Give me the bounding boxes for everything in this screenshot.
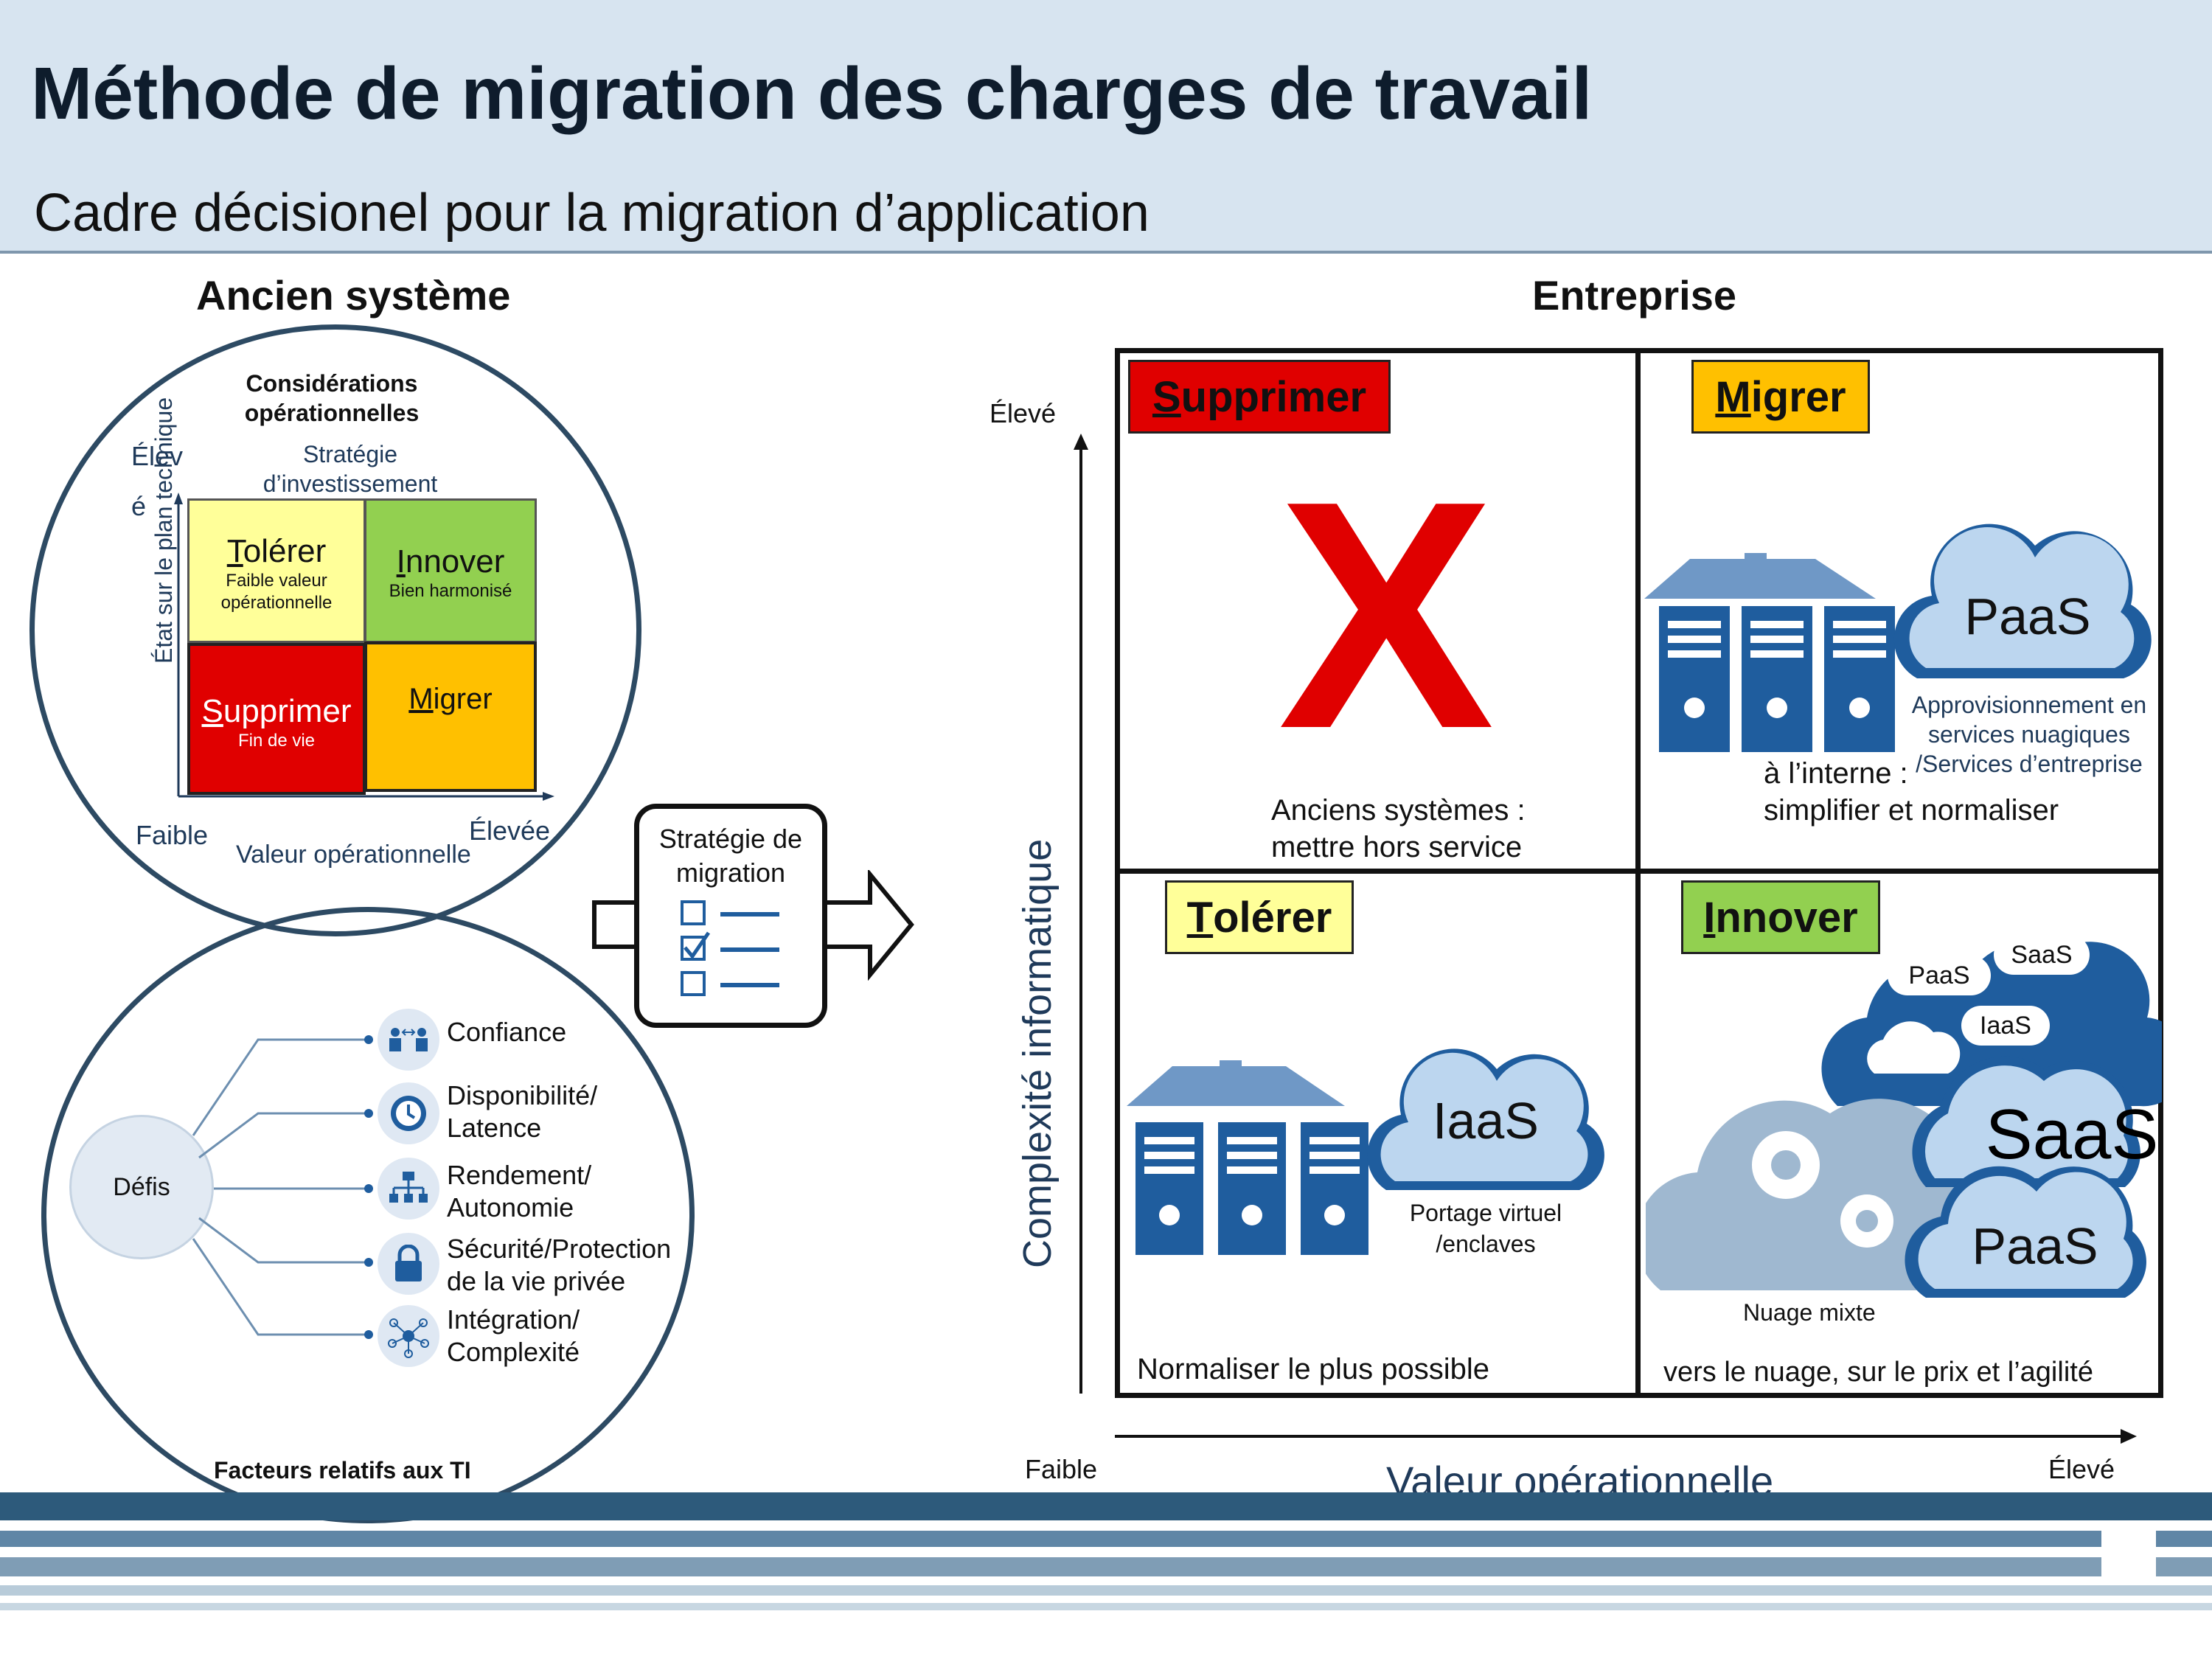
migrer-cloud-caption: Approvisionnement en services nuagiques … bbox=[1911, 692, 2147, 777]
small-paas-bubble: PaaS bbox=[1888, 956, 1991, 995]
footer-stripe-lighter bbox=[0, 1603, 2212, 1610]
challenges-hub: Défis bbox=[69, 1115, 214, 1259]
tolerer-description: Normaliser le plus possible bbox=[1137, 1353, 1489, 1385]
page-title: Méthode de migration des charges de trav… bbox=[31, 52, 1593, 135]
footer-stripe-mid2 bbox=[0, 1557, 2212, 1576]
factor-trust: Confiance bbox=[447, 1017, 567, 1047]
it-factors-circle bbox=[41, 907, 695, 1523]
legacy-cell-tolerer: Tolérer Faible valeur opérationnelle bbox=[187, 498, 366, 643]
legacy-cell-innover: Innover Bien harmonisé bbox=[364, 498, 537, 643]
business-value-axis-label: Valeur opérationnelle bbox=[236, 841, 471, 869]
small-iaas-bubble: IaaS bbox=[1961, 1006, 2050, 1046]
supprimer-description: Anciens systèmes : mettre hors service bbox=[1271, 794, 1526, 863]
footer-stripe-mid bbox=[0, 1531, 2212, 1547]
technical-state-axis-label: État sur le plan technique bbox=[150, 397, 177, 664]
innover-description: vers le nuage, sur le prix et l’agilité bbox=[1663, 1357, 2093, 1388]
org-chart-icon bbox=[378, 1158, 439, 1220]
iaas-cloud-icon bbox=[1367, 1048, 1604, 1190]
footer-stripe-light bbox=[0, 1585, 2212, 1596]
migration-strategy-box: Stratégie de migration bbox=[634, 804, 827, 1028]
footer-notch bbox=[2101, 1529, 2156, 1576]
factor-performance: Rendement/ Autonomie bbox=[447, 1160, 592, 1222]
matrix-horizontal-divider bbox=[1115, 869, 2163, 874]
y-high-label: Élev bbox=[131, 441, 184, 471]
page-subtitle: Cadre décisionel pour la migration d’app… bbox=[34, 184, 1150, 243]
small-saas-bubble: SaaS bbox=[1994, 935, 2090, 975]
factor-availability: Disponibilité/ Latence bbox=[447, 1080, 598, 1143]
it-complexity-axis-label: Complexité informatique bbox=[1015, 838, 1060, 1268]
section-title-enterprise: Entreprise bbox=[1532, 272, 1736, 319]
operational-title: Considérations opérationnelles bbox=[244, 370, 420, 426]
challenge-spokes bbox=[192, 1035, 373, 1339]
legacy-cell-migrer: Migrer bbox=[364, 641, 537, 792]
legacy-cell-supprimer: Supprimer Fin de vie bbox=[187, 643, 366, 795]
enterprise-y-high: Élevé bbox=[990, 398, 1057, 428]
retire-x-mark: X bbox=[1278, 434, 1495, 796]
datacenter-icon-tolerer bbox=[1127, 1060, 1368, 1255]
it-factors-title: Facteurs relatifs aux TI bbox=[214, 1457, 471, 1484]
datacenter-icon bbox=[1644, 553, 1895, 752]
footer-stripe-dark bbox=[0, 1492, 2212, 1520]
migrer-description: à l’interne : simplifier et normaliser bbox=[1764, 757, 2059, 827]
lock-icon bbox=[378, 1233, 439, 1295]
investment-strategy-label: Stratégie d’investissement bbox=[262, 441, 438, 497]
big-paas-label: PaaS bbox=[1972, 1217, 2098, 1275]
paas-cloud-icon bbox=[1893, 524, 2152, 678]
network-icon bbox=[378, 1305, 439, 1367]
x-high-label: Élevée bbox=[469, 815, 551, 846]
paas-cloud-label: PaaS bbox=[1964, 588, 2091, 645]
checklist-icon bbox=[681, 900, 779, 996]
mixed-cloud-caption: Nuage mixte bbox=[1743, 1299, 1876, 1326]
clock-icon bbox=[378, 1082, 439, 1144]
header-band bbox=[0, 0, 2212, 254]
x-low-label: Faible bbox=[136, 820, 209, 850]
section-title-legacy: Ancien système bbox=[196, 272, 511, 319]
iaas-cloud-label: IaaS bbox=[1433, 1092, 1539, 1150]
y-high-label-tail: é bbox=[131, 491, 147, 521]
legacy-axes bbox=[174, 493, 554, 801]
tolerer-cloud-caption: Portage virtuel /enclaves bbox=[1409, 1200, 1562, 1257]
big-saas-label: SaaS bbox=[1985, 1095, 2159, 1174]
enterprise-axes bbox=[1074, 434, 2137, 1444]
enterprise-x-low: Faible bbox=[1025, 1454, 1098, 1484]
factor-integration: Intégration/ Complexité bbox=[447, 1304, 580, 1367]
factor-security: Sécurité/Protection de la vie privée bbox=[447, 1234, 672, 1296]
enterprise-x-high: Élevé bbox=[2048, 1454, 2115, 1484]
people-exchange-icon bbox=[378, 1009, 439, 1071]
